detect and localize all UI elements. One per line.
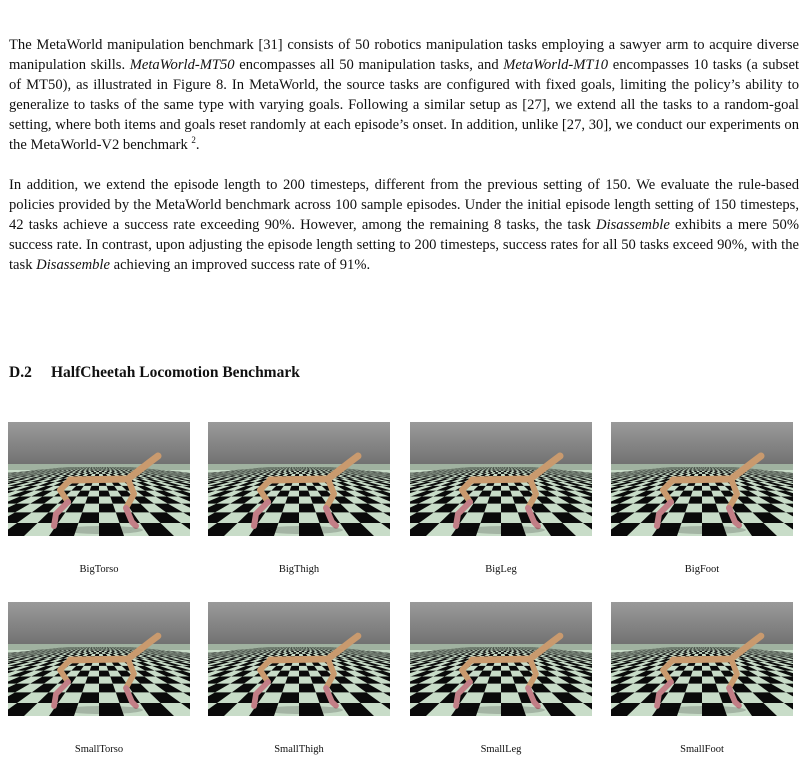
text: . <box>195 137 200 153</box>
figure-smalltorso <box>8 602 190 716</box>
figure-caption: BigTorso <box>79 564 119 575</box>
figure-bigtorso <box>8 422 190 536</box>
figure-render <box>208 422 390 536</box>
figure-caption: SmallFoot <box>680 744 724 755</box>
figure-render <box>8 602 190 716</box>
figure-render <box>410 422 592 536</box>
figure-render <box>611 602 793 716</box>
paragraph-episode-length: In addition, we extend the episode lengt… <box>9 175 799 275</box>
figure-caption: BigFoot <box>684 564 720 575</box>
figure-caption: BigThigh <box>278 564 320 575</box>
figure-render <box>8 422 190 536</box>
text: The MetaWorld manipulation benchmark [31… <box>9 37 799 73</box>
figure-bigleg <box>410 422 592 536</box>
footnote-marker[interactable]: 2 <box>191 135 196 146</box>
text: exhibits a mere 50% success rate. In con… <box>9 217 799 273</box>
text: In addition, we extend the episode lengt… <box>9 177 799 233</box>
term-mt10: MetaWorld-MT10 <box>503 57 609 73</box>
term-disassemble: Disassemble <box>596 217 670 233</box>
figure-smallleg <box>410 602 592 716</box>
term-mt50: MetaWorld-MT50 <box>129 57 235 73</box>
figure-render <box>208 602 390 716</box>
figure-bigfoot <box>611 422 793 536</box>
text: encompasses 10 tasks (a subset of MT50),… <box>9 57 799 153</box>
figure-bigthigh <box>208 422 390 536</box>
text: encompasses all 50 manipulation tasks, a… <box>234 57 504 73</box>
term-disassemble: Disassemble <box>36 257 110 273</box>
figure-caption: SmallTorso <box>74 744 124 755</box>
section-number: D.2 <box>9 364 32 381</box>
figure-render <box>611 422 793 536</box>
section-title: HalfCheetah Locomotion Benchmark <box>51 364 300 381</box>
figure-render <box>410 602 592 716</box>
figure-smallfoot <box>611 602 793 716</box>
figure-smallthigh <box>208 602 390 716</box>
paragraph-metaworld: The MetaWorld manipulation benchmark [31… <box>9 35 799 155</box>
figure-caption: BigLeg <box>485 564 517 575</box>
figure-caption: SmallLeg <box>480 744 522 755</box>
section-heading: D.2 HalfCheetah Locomotion Benchmark <box>9 364 300 382</box>
figure-caption: SmallThigh <box>274 744 324 755</box>
text: achieving an improved success rate of 91… <box>109 257 371 273</box>
